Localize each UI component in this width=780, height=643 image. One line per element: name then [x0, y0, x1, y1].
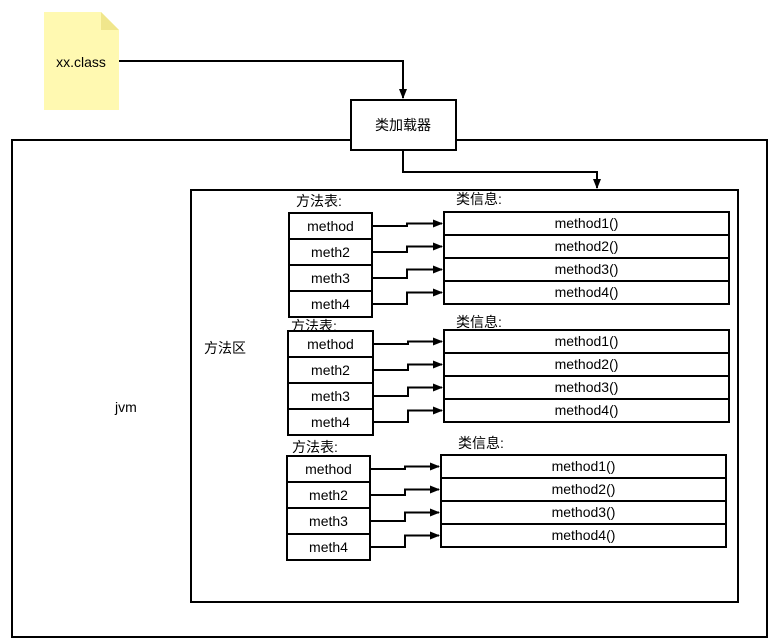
class-info-entry: method3()	[555, 261, 619, 277]
class-info-entry: method2()	[555, 356, 619, 372]
method-table-cell	[288, 290, 373, 318]
method-link-arrow	[370, 462, 440, 471]
method-link-arrow	[372, 265, 443, 279]
jvm-label: jvm	[114, 399, 137, 415]
method-table-cell	[286, 533, 371, 561]
method-link-arrow	[373, 337, 443, 346]
note-to-loader-arrow	[119, 60, 407, 99]
class-info-entry: method3()	[555, 379, 619, 395]
class-info-entry: method1()	[555, 215, 619, 231]
method-table-entry: meth2	[311, 244, 350, 260]
method-group-2: 方法表:类信息:methodmeth2meth3meth4method1()me…	[287, 314, 730, 436]
method-group-1: 方法表: 类信息: method meth2 meth3 meth4 method1() me…	[288, 191, 730, 318]
method-table-entry: method	[305, 461, 352, 477]
class-info-entry: method4()	[552, 527, 616, 543]
method-table-entry: meth3	[311, 388, 350, 404]
method-link-arrow	[372, 288, 443, 305]
method-table-entry: meth3	[309, 513, 348, 529]
method-table-cell	[287, 382, 374, 410]
method-link-arrow	[373, 406, 443, 423]
class-info-entry: method2()	[552, 481, 616, 497]
method-link-arrow	[370, 508, 440, 522]
class-info-title: 类信息:	[456, 191, 502, 207]
method-area-label: 方法区	[204, 340, 246, 356]
class-info-cell	[443, 280, 730, 305]
method-link-arrow	[372, 242, 443, 253]
class-info-entry: method2()	[555, 238, 619, 254]
class-loader-label: 类加载器	[375, 117, 431, 133]
method-link-arrow	[370, 531, 440, 548]
method-table-cell	[288, 238, 373, 266]
method-table-cell	[287, 356, 374, 384]
class-info-title: 类信息:	[456, 314, 502, 330]
method-table-entry: meth4	[309, 539, 348, 555]
method-table-entry: method	[307, 336, 354, 352]
class-info-entry: method3()	[552, 504, 616, 520]
method-link-arrow	[372, 219, 443, 228]
class-info-title: 类信息:	[458, 435, 504, 451]
note-fold	[101, 12, 119, 30]
loader-to-method-area-arrow	[402, 150, 601, 189]
method-table-entry: meth4	[311, 414, 350, 430]
method-groups: 方法表: 类信息: method meth2 meth3 meth4 method1() me…	[286, 191, 730, 561]
method-table-title: 方法表:	[296, 193, 342, 209]
method-link-arrow	[373, 383, 443, 397]
class-loader-box: 类加载器	[350, 99, 457, 151]
note-shape	[44, 12, 119, 110]
method-table-cell	[287, 330, 374, 358]
method-table-entry: method	[307, 218, 354, 234]
method-table-cell	[288, 264, 373, 292]
class-info-cell	[440, 523, 727, 548]
method-table-entry: meth2	[311, 362, 350, 378]
method-table-entry: meth3	[311, 270, 350, 286]
method-group-3: 方法表: 类信息: method meth2 meth3 meth4 method1() me…	[286, 435, 727, 561]
class-info-entry: method4()	[555, 402, 619, 418]
method-table-cell	[287, 408, 374, 436]
method-table-entry: meth4	[311, 296, 350, 312]
method-link-arrow	[370, 485, 440, 496]
class-info-entry: method1()	[555, 333, 619, 349]
class-file-note: xx.class	[44, 12, 119, 110]
class-file-label: xx.class	[56, 54, 106, 70]
class-info-entry: method4()	[555, 284, 619, 300]
method-table-title: 方法表:	[292, 439, 338, 455]
class-info-cell	[443, 398, 730, 423]
method-table-entry: meth2	[309, 487, 348, 503]
class-info-entry: method1()	[552, 458, 616, 474]
method-link-arrow	[373, 360, 443, 371]
